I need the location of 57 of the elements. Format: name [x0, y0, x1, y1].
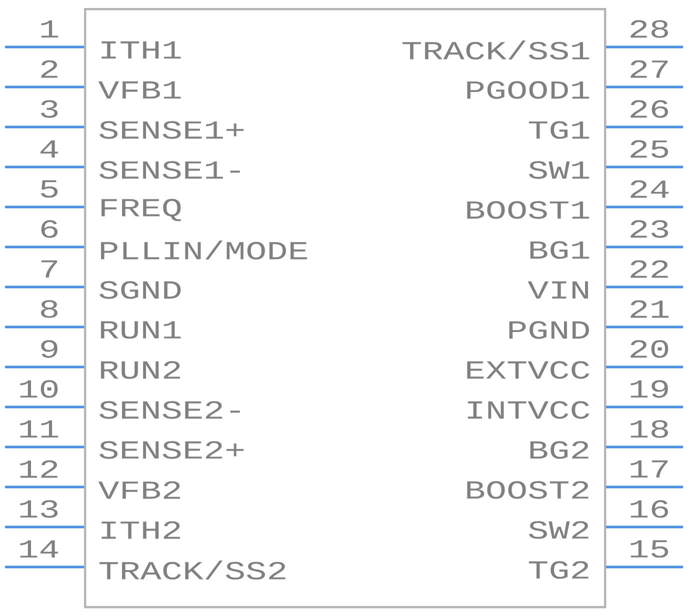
pin-number: 3 — [40, 100, 58, 118]
pin-number: 17 — [630, 460, 668, 478]
pin-name: PGND — [509, 321, 589, 339]
pin-number: 27 — [630, 60, 668, 78]
pin-name: TG1 — [528, 121, 590, 139]
pin-number: 4 — [40, 140, 58, 158]
pin-number: 21 — [630, 300, 669, 318]
pin-number: 14 — [20, 540, 58, 558]
pin-number: 20 — [630, 340, 668, 358]
pin-name: VIN — [528, 281, 588, 299]
pin-number: 7 — [41, 260, 58, 278]
pin-name: BOOST1 — [467, 201, 590, 219]
pin-name: SGND — [100, 281, 181, 299]
pin-name: TRACK/SS1 — [402, 40, 590, 60]
pin-number: 13 — [20, 500, 58, 518]
pin-name: BOOST2 — [467, 481, 588, 499]
pin-number: 5 — [40, 180, 58, 198]
pin-name: INTVCC — [468, 401, 590, 419]
pin-number: 25 — [630, 140, 668, 158]
pin-number: 24 — [630, 180, 669, 198]
pin-number: 22 — [630, 260, 668, 278]
pin-number: 18 — [630, 420, 668, 438]
pin-name: FREQ — [102, 198, 181, 222]
pin-number: 8 — [41, 300, 58, 318]
pin-name: SW1 — [528, 161, 590, 179]
pin-name: SENSE2+ — [100, 441, 244, 459]
pin-number: 1 — [41, 20, 58, 38]
pin-name: BG2 — [530, 441, 588, 459]
pin-name: VFB2 — [98, 481, 180, 499]
pin-number: 6 — [41, 220, 58, 238]
pin-number: 16 — [630, 500, 668, 518]
pin-number: 19 — [630, 380, 668, 398]
pin-name: BG1 — [530, 241, 590, 259]
pin-number: 26 — [630, 100, 668, 118]
pin-number: 12 — [20, 460, 58, 478]
pin-name: PLLIN/MODE — [100, 240, 307, 260]
pin-name: RUN2 — [100, 361, 180, 379]
pin-name: PGOOD1 — [467, 81, 590, 99]
pin-number: 11 — [20, 420, 58, 438]
pin-number: 28 — [630, 20, 668, 38]
pin-number: 9 — [41, 340, 58, 358]
pin-name: SENSE1+ — [100, 121, 244, 139]
pin-name: TG2 — [528, 561, 588, 579]
pin-name: VFB1 — [98, 81, 181, 99]
pin-name: SENSE2- — [100, 401, 240, 419]
pin-number: 10 — [20, 380, 58, 398]
pin-name: SW2 — [528, 521, 588, 539]
pin-name: RUN1 — [100, 321, 181, 339]
pin-name: TRACK/SS2 — [100, 560, 286, 580]
pin-name: ITH2 — [102, 521, 180, 539]
pin-number: 15 — [630, 540, 668, 558]
pin-name: EXTVCC — [467, 361, 590, 379]
pin-number: 2 — [41, 60, 58, 78]
pin-name: SENSE1- — [100, 161, 240, 179]
pin-name: ITH1 — [102, 41, 181, 59]
chip-body — [84, 8, 606, 608]
pin-number: 23 — [630, 220, 668, 238]
